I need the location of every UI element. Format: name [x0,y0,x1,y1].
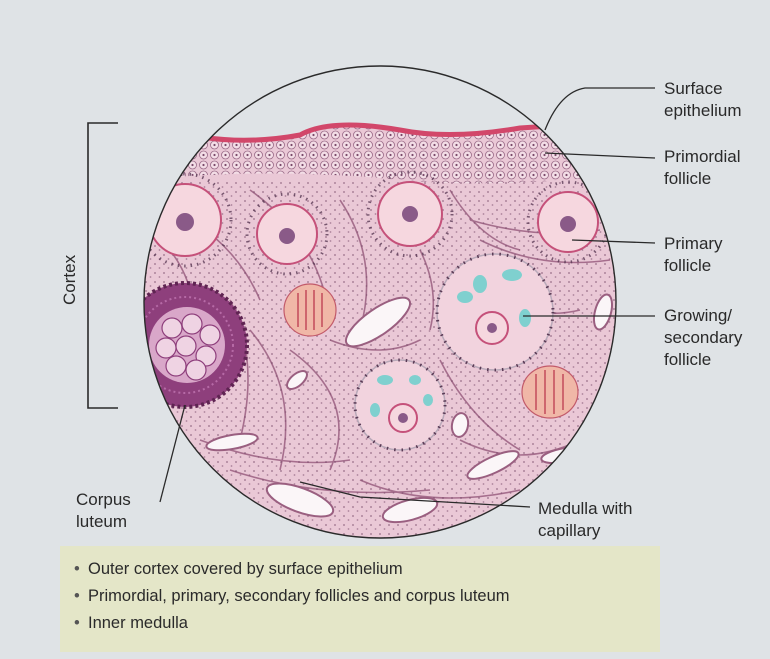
label-medulla: Medulla with capillary [538,498,633,542]
summary-item: •Outer cortex covered by surface epithel… [74,556,660,583]
label-primordial-follicle: Primordial follicle [664,146,741,190]
summary-list: •Outer cortex covered by surface epithel… [60,546,660,637]
label-surface-epithelium: Surface epithelium [664,78,742,122]
summary-item: •Inner medulla [74,610,660,637]
bullet-icon: • [74,583,88,610]
corpus-luteum [123,283,247,407]
bullet-icon: • [74,610,88,637]
label-primary-follicle: Primary follicle [664,233,723,277]
label-corpus-luteum: Corpus luteum [76,489,131,533]
summary-item: •Primordial, primary, secondary follicle… [74,583,660,610]
label-growing-follicle: Growing/ secondary follicle [664,305,742,371]
cortex-bracket [88,123,118,408]
label-cortex: Cortex [60,255,80,305]
bullet-icon: • [74,556,88,583]
summary-box: •Outer cortex covered by surface epithel… [60,546,660,652]
